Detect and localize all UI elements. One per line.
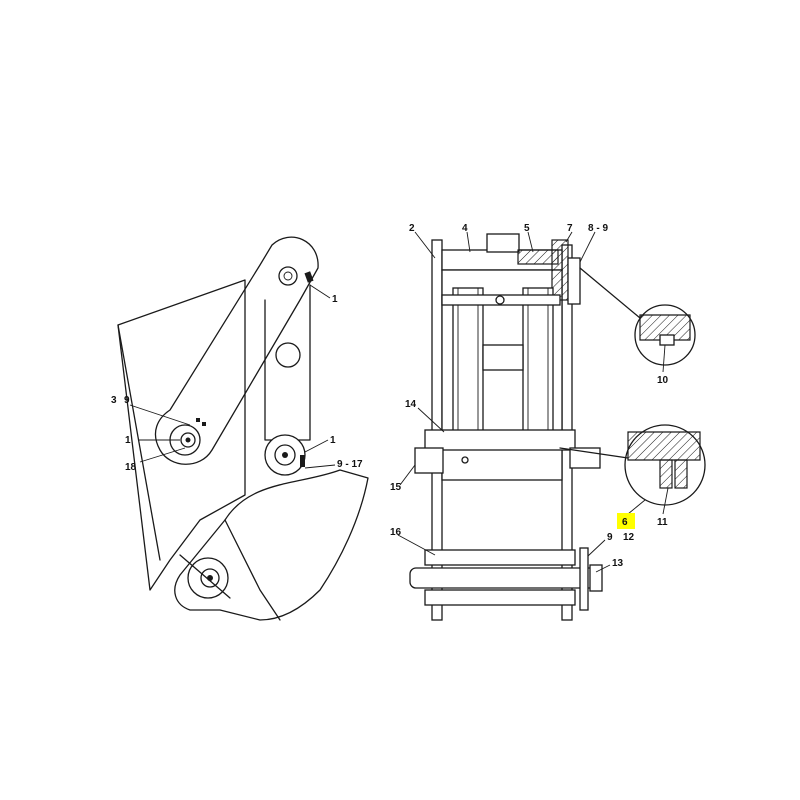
link-bar <box>154 236 319 465</box>
label-12: 12 <box>623 532 635 543</box>
label-9-left: 9 <box>124 395 130 406</box>
label-16: 16 <box>390 527 402 538</box>
label-1-mid: 1 <box>125 435 131 446</box>
label-3: 3 <box>111 395 117 406</box>
bucket-shape <box>174 469 369 621</box>
label-9-17: 9 - 17 <box>337 459 363 470</box>
label-13: 13 <box>612 558 624 569</box>
label-14: 14 <box>405 399 417 410</box>
label-1-top: 1 <box>332 294 338 305</box>
label-2: 2 <box>409 223 415 234</box>
highlight-6 <box>617 513 635 529</box>
label-5: 5 <box>524 223 530 234</box>
label-7: 7 <box>567 223 573 234</box>
lower-pin <box>409 567 601 589</box>
top-pin <box>278 266 298 286</box>
grease-nipple <box>414 447 444 474</box>
arm-body-outline <box>117 279 246 591</box>
label-15: 15 <box>390 482 402 493</box>
label-1-right: 1 <box>330 435 336 446</box>
label-9-right: 9 <box>607 532 613 543</box>
side-view <box>117 236 369 621</box>
label-11: 11 <box>657 517 668 528</box>
arm-inner-edge <box>117 324 161 561</box>
label-10: 10 <box>657 375 669 386</box>
label-4: 4 <box>462 223 468 234</box>
plate-hole <box>275 342 301 368</box>
label-8-9: 8 - 9 <box>588 223 608 234</box>
label-18: 18 <box>125 462 137 473</box>
label-6: 6 <box>622 517 628 528</box>
front-view <box>397 231 706 621</box>
